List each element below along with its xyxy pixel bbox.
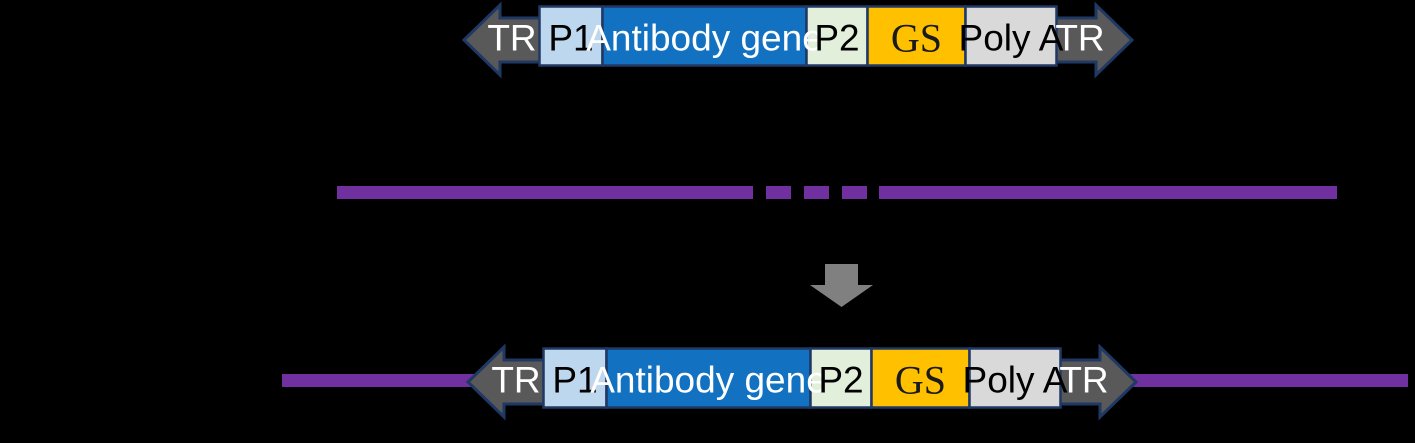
- polya-label: Poly A: [959, 18, 1064, 59]
- tr-left-label: TR: [491, 360, 540, 401]
- genome-line-dash-1: [766, 186, 791, 199]
- tr-right-label: TR: [1055, 18, 1104, 59]
- genome-line-dash-2: [804, 186, 829, 199]
- segment-p1-box: [542, 347, 608, 409]
- segment-gs-box: [866, 5, 967, 67]
- segment-antibody-gene-box: [601, 5, 808, 67]
- antibody-gene-label: Antibody gene: [590, 360, 827, 401]
- tr-right-label: TR: [1059, 360, 1108, 401]
- gs-label: GS: [895, 358, 946, 403]
- p2-label: P2: [814, 18, 859, 59]
- segment-antibody-gene-box: [605, 347, 812, 409]
- genome-line-lower-left: [282, 374, 478, 387]
- down-arrow-icon: [810, 264, 873, 307]
- segment-polya-box: [968, 347, 1062, 409]
- segment-gs-box: [870, 347, 971, 409]
- genome-line-upper-left: [337, 186, 753, 199]
- gs-label: GS: [891, 16, 942, 61]
- p2-label: P2: [818, 360, 863, 401]
- construct-bottom: TR P1 Antibody gene P2 GS Poly A TR: [465, 343, 1139, 421]
- segment-polya-box: [964, 5, 1058, 67]
- genome-line-lower-right: [1126, 374, 1408, 387]
- p1-label: P1: [548, 18, 593, 59]
- genome-line-upper-right: [879, 186, 1337, 199]
- antibody-gene-label: Antibody gene: [586, 18, 823, 59]
- polya-label: Poly A: [963, 360, 1068, 401]
- construct-top: TR P1 Antibody gene P2 GS Poly A TR: [461, 1, 1135, 79]
- genome-line-dash-3: [842, 186, 867, 199]
- tr-left-label: TR: [487, 18, 536, 59]
- p1-label: P1: [552, 360, 597, 401]
